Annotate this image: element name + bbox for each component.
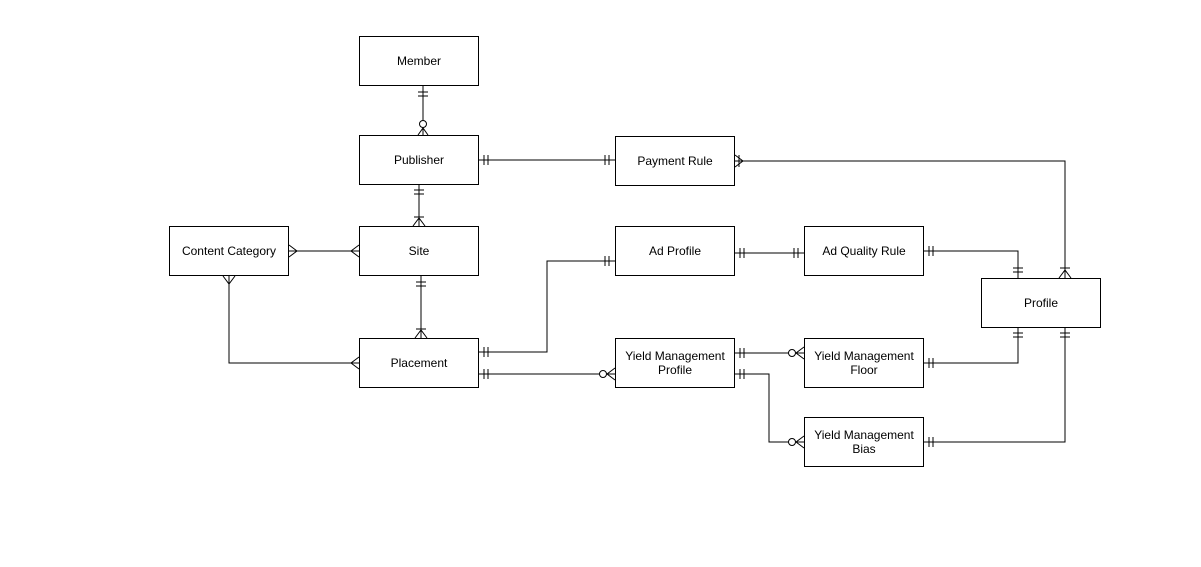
entity-label: Ad Profile (648, 244, 702, 258)
entity-profile[interactable]: Profile (981, 278, 1101, 328)
relationship-site-placement (414, 276, 428, 339)
entity-yield-management-floor[interactable]: Yield Management Floor (804, 338, 924, 388)
relationship-ymp-ymf (735, 346, 805, 360)
entity-yield-management-profile[interactable]: Yield Management Profile (615, 338, 735, 388)
entity-label: Yield Management Bias (814, 428, 914, 456)
entity-yield-management-bias[interactable]: Yield Management Bias (804, 417, 924, 467)
relationship-content-category-placement (222, 275, 360, 370)
entity-label: Member (396, 54, 441, 68)
entity-label: Profile (1023, 296, 1058, 310)
entity-payment-rule[interactable]: Payment Rule (615, 136, 735, 186)
entity-site[interactable]: Site (359, 226, 479, 276)
entity-ad-profile[interactable]: Ad Profile (615, 226, 735, 276)
relationship-ymb-profile (924, 328, 1070, 447)
entity-label: Publisher (393, 153, 445, 167)
entity-label: Content Category (181, 244, 277, 258)
entity-label: Ad Quality Rule (822, 244, 906, 258)
relationship-payment-rule-profile (734, 154, 1072, 279)
relationship-ad-quality-rule-profile (924, 246, 1023, 278)
entity-label: Payment Rule (637, 154, 713, 168)
relationship-ymp-ymb (735, 369, 805, 449)
entity-ad-quality-rule[interactable]: Ad Quality Rule (804, 226, 924, 276)
entity-label: Site (408, 244, 430, 258)
relationship-publisher-site (412, 185, 426, 227)
entity-label: Yield Management Profile (625, 349, 725, 377)
entity-placement[interactable]: Placement (359, 338, 479, 388)
relationship-placement-yield-management-profile (479, 367, 616, 381)
relationship-content-category-site (288, 244, 360, 258)
entity-label: Placement (390, 356, 448, 370)
entity-label: Yield Management Floor (814, 349, 914, 377)
relationship-ymf-profile (924, 328, 1023, 368)
relationship-ad-profile-ad-quality-rule (735, 248, 804, 258)
relationship-publisher-payment-rule (479, 155, 615, 165)
relationship-placement-ad-profile (479, 256, 615, 357)
entity-publisher[interactable]: Publisher (359, 135, 479, 185)
entity-member[interactable]: Member (359, 36, 479, 86)
entity-content-category[interactable]: Content Category (169, 226, 289, 276)
relationship-member-publisher (417, 86, 429, 136)
